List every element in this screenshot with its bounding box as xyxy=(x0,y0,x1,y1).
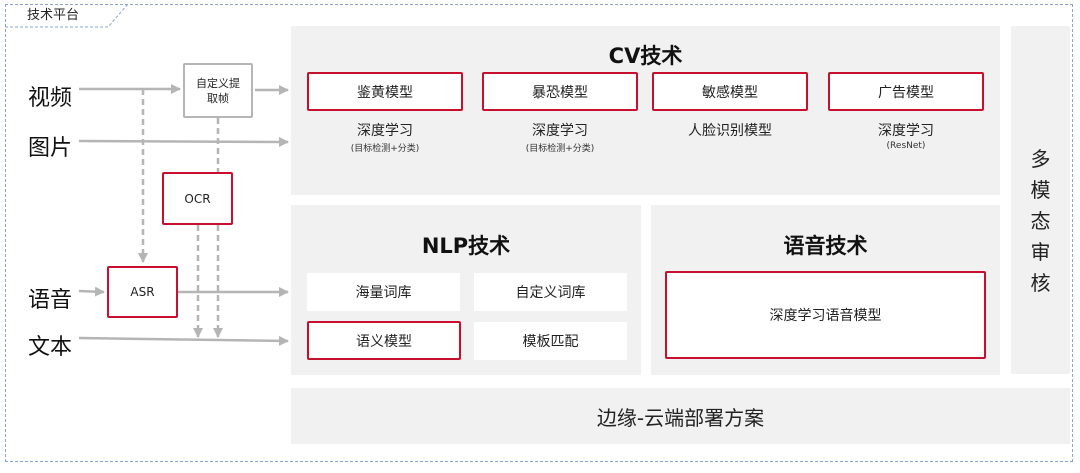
nlp-item-lexicon[interactable]: 海量词库 xyxy=(307,273,460,311)
nlp-item-semantic-model[interactable]: 语义模型 xyxy=(307,321,461,360)
asr-box[interactable]: ASR xyxy=(107,266,178,318)
nlp-title: NLP技术 xyxy=(421,234,511,258)
cv-title: CV技术 xyxy=(608,44,683,68)
cv-method-sensitive: 人脸识别模型 xyxy=(688,123,772,139)
nlp-item-custom-lexicon[interactable]: 自定义词库 xyxy=(474,273,627,311)
multimodal-label: 多 模 态 审 核 xyxy=(1030,147,1051,295)
multimodal-panel: 多 模 态 审 核 xyxy=(1011,26,1070,374)
cv-method-terror: 深度学习 xyxy=(532,123,588,139)
cv-panel: CV技术 鉴黄模型 暴恐模型 敏感模型 广告模型 深度学习 (目标检测+分类) … xyxy=(291,26,1000,195)
speech-model[interactable]: 深度学习语音模型 xyxy=(665,271,986,359)
input-image: 图片 xyxy=(28,136,73,161)
deployment-bar: 边缘-云端部署方案 xyxy=(291,388,1070,444)
cv-model-terror[interactable]: 暴恐模型 xyxy=(482,72,638,111)
cv-model-sensitive[interactable]: 敏感模型 xyxy=(652,72,808,111)
cv-model-porn[interactable]: 鉴黄模型 xyxy=(307,72,463,111)
input-text: 文本 xyxy=(28,335,73,360)
cv-detail-porn: (目标检测+分类) xyxy=(350,144,420,154)
input-video: 视频 xyxy=(28,86,73,111)
platform-label: 技术平台 xyxy=(27,8,80,23)
cv-detail-terror: (目标检测+分类) xyxy=(525,144,595,154)
deployment-label: 边缘-云端部署方案 xyxy=(596,405,765,430)
nlp-item-template-match[interactable]: 模板匹配 xyxy=(474,322,627,360)
input-audio: 语音 xyxy=(28,288,73,313)
cv-model-ad[interactable]: 广告模型 xyxy=(828,72,984,111)
cv-detail-ad: (ResNet) xyxy=(886,141,926,151)
nlp-panel: NLP技术 海量词库 自定义词库 语义模型 模板匹配 xyxy=(291,205,641,375)
cv-method-ad: 深度学习 xyxy=(878,123,934,139)
speech-title: 语音技术 xyxy=(783,234,868,258)
frame-extract-box[interactable]: 自定义提 取帧 xyxy=(183,63,253,118)
ocr-box[interactable]: OCR xyxy=(162,172,233,225)
speech-panel: 语音技术 深度学习语音模型 xyxy=(651,205,1000,375)
cv-method-porn: 深度学习 xyxy=(357,123,413,139)
platform-frame xyxy=(5,4,1073,462)
